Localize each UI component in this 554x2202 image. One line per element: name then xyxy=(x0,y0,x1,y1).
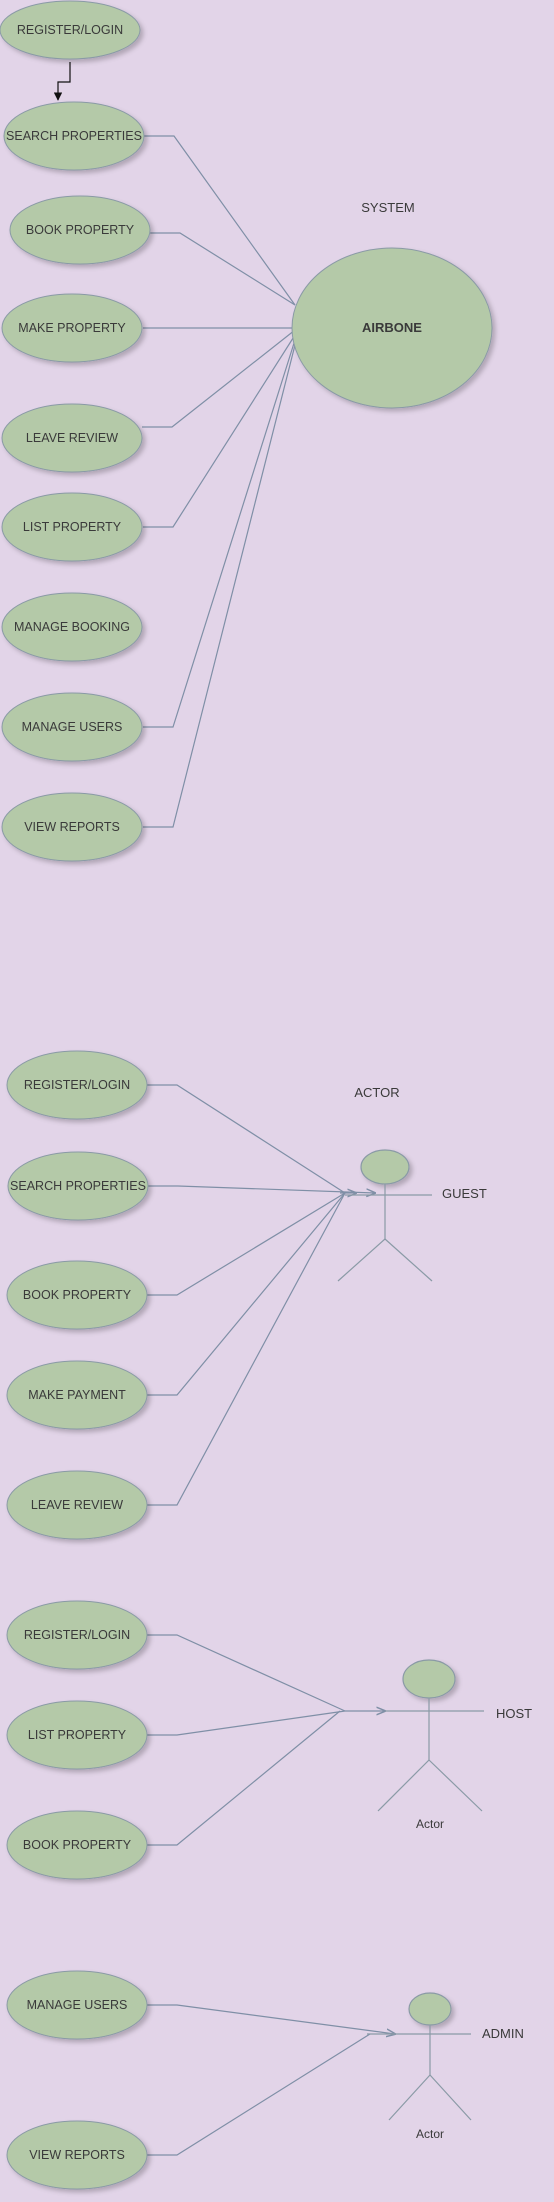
uc-search-properties: SEARCH PROPERTIES xyxy=(3,101,145,171)
uc-label: BOOK PROPERTY xyxy=(23,1288,132,1302)
uc-register-login: REGISTER/LOGIN xyxy=(0,0,141,60)
uc-label: LIST PROPERTY xyxy=(23,520,122,534)
uc-leave-review: LEAVE REVIEW xyxy=(1,403,143,473)
host-label: HOST xyxy=(496,1706,532,1721)
uc-label: LIST PROPERTY xyxy=(28,1728,127,1742)
uc-label: BOOK PROPERTY xyxy=(23,1838,132,1852)
uc-label: BOOK PROPERTY xyxy=(26,223,135,237)
actor-head xyxy=(360,1149,410,1185)
host-uc-list-property: LIST PROPERTY xyxy=(6,1700,148,1770)
host-actor-caption: Actor xyxy=(416,1817,444,1831)
guest-connector-search xyxy=(148,1185,375,1193)
actor-head xyxy=(408,1992,452,2026)
include-arrow xyxy=(53,62,71,101)
uc-label: LEAVE REVIEW xyxy=(31,1498,123,1512)
uc-label: REGISTER/LOGIN xyxy=(24,1078,130,1092)
guest-label: GUEST xyxy=(442,1186,487,1201)
system-airbone: AIRBONE xyxy=(291,247,493,409)
actor-heading: ACTOR xyxy=(354,1085,399,1100)
guest-connectors xyxy=(147,1084,375,1506)
connector-book-property xyxy=(150,232,296,306)
uc-book-property: BOOK PROPERTY xyxy=(9,195,151,265)
host-connector-register xyxy=(147,1634,346,1712)
connector-search-properties xyxy=(144,135,296,306)
host-uc-book-property: BOOK PROPERTY xyxy=(6,1810,148,1880)
uc-make-property: MAKE PROPERTY xyxy=(1,293,143,363)
admin-connector-view-reports xyxy=(147,2033,371,2156)
guest-uc-leave-review: LEAVE REVIEW xyxy=(6,1470,148,1540)
admin-connectors xyxy=(147,2004,395,2156)
admin-label: ADMIN xyxy=(482,2026,524,2041)
uc-label: REGISTER/LOGIN xyxy=(24,1628,130,1642)
uc-label: MAKE PROPERTY xyxy=(18,321,126,335)
guest-connector-register xyxy=(147,1084,346,1194)
guest-uc-book-property: BOOK PROPERTY xyxy=(6,1260,148,1330)
host-actor-figure xyxy=(377,1659,484,1812)
admin-connector-manage-users xyxy=(147,2004,395,2034)
guest-connector-review xyxy=(147,1192,346,1506)
guest-uc-make-payment: MAKE PAYMENT xyxy=(6,1360,148,1430)
uc-label: REGISTER/LOGIN xyxy=(17,23,123,37)
admin-uc-manage-users: MANAGE USERS xyxy=(6,1970,148,2040)
host-connector-book xyxy=(147,1710,341,1846)
uc-label: MAKE PAYMENT xyxy=(28,1388,126,1402)
uc-manage-booking: MANAGE BOOKING xyxy=(1,592,143,662)
uc-label: MANAGE BOOKING xyxy=(14,620,130,634)
connector-manage-users xyxy=(143,339,296,728)
uc-label: VIEW REPORTS xyxy=(29,2148,125,2162)
actor-section: ACTOR REGISTER/LOGIN SEARCH PROPERTIES B… xyxy=(6,1050,532,2190)
host-uc-register-login: REGISTER/LOGIN xyxy=(6,1600,148,1670)
host-connector-list xyxy=(147,1710,346,1736)
admin-uc-view-reports: VIEW REPORTS xyxy=(6,2120,148,2190)
guest-actor-figure xyxy=(337,1149,433,1282)
connector-leave-review xyxy=(142,329,296,428)
uc-label: LEAVE REVIEW xyxy=(26,431,118,445)
admin-actor-caption: Actor xyxy=(416,2127,444,2141)
system-name: AIRBONE xyxy=(362,320,422,335)
uc-label: SEARCH PROPERTIES xyxy=(6,129,142,143)
uc-manage-users: MANAGE USERS xyxy=(1,692,143,762)
uc-list-property: LIST PROPERTY xyxy=(1,492,143,562)
guest-connector-payment xyxy=(147,1192,346,1396)
connector-list-property xyxy=(143,334,296,528)
system-section: SYSTEM REGISTER/LOGIN SEARCH PROPERTIES … xyxy=(0,0,493,862)
guest-uc-register-login: REGISTER/LOGIN xyxy=(6,1050,148,1120)
admin-actor-figure xyxy=(367,1992,472,2121)
system-heading: SYSTEM xyxy=(361,200,414,215)
uc-label: MANAGE USERS xyxy=(22,720,123,734)
uc-label: VIEW REPORTS xyxy=(24,820,120,834)
system-connectors xyxy=(142,135,296,828)
uc-label: MANAGE USERS xyxy=(27,1998,128,2012)
actor-head xyxy=(402,1659,456,1699)
uc-view-reports: VIEW REPORTS xyxy=(1,792,143,862)
guest-connector-book xyxy=(147,1192,346,1296)
host-connectors xyxy=(147,1634,385,1846)
connector-view-reports xyxy=(143,344,296,828)
guest-uc-search-properties: SEARCH PROPERTIES xyxy=(7,1151,149,1221)
uc-label: SEARCH PROPERTIES xyxy=(10,1179,146,1193)
